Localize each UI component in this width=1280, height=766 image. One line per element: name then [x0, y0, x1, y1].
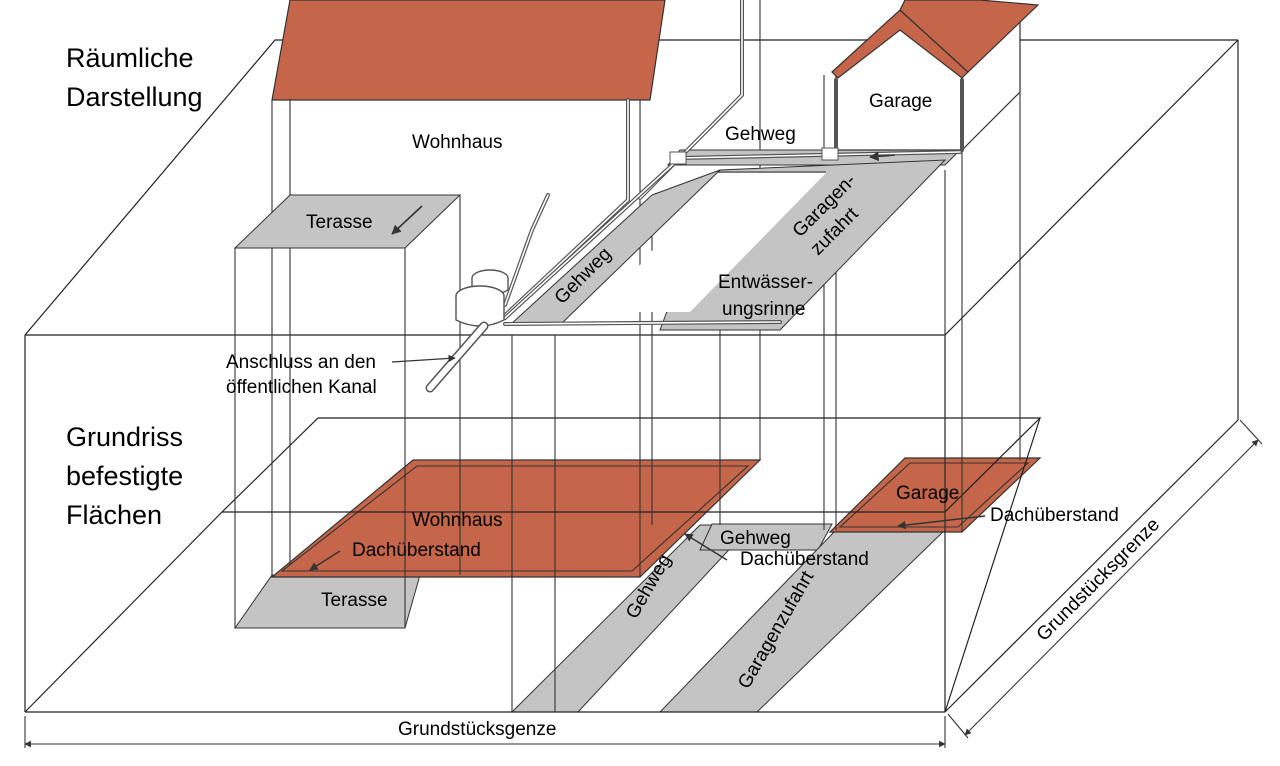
label-terasse-plan: Terasse	[321, 590, 388, 611]
title-raeumliche: Räumliche	[66, 43, 194, 73]
label-gehweg-top-plan: Gehweg	[720, 528, 791, 549]
title-flaechen: Flächen	[66, 500, 162, 530]
label-dachueberstand-house: Dachüberstand	[352, 540, 481, 561]
label-garage-3d: Garage	[869, 91, 932, 112]
label-dachueberstand-mid: Dachüberstand	[740, 549, 869, 570]
label-anschluss-2: öffentlichen Kanal	[226, 377, 377, 398]
label-terasse-3d: Terasse	[306, 212, 373, 233]
label-anschluss-1: Anschluss an den	[226, 352, 376, 373]
label-wohnhaus-plan: Wohnhaus	[412, 510, 503, 531]
spatial-layer	[233, 0, 1040, 393]
terasse-area	[233, 194, 462, 249]
label-entwaesser: Entwässer-	[718, 272, 813, 293]
title-darstellung: Darstellung	[66, 82, 203, 112]
wohnhaus-roof	[271, 0, 666, 101]
label-dachueberstand-garage: Dachüberstand	[990, 505, 1119, 526]
label-garage-plan: Garage	[896, 483, 959, 504]
label-grenze-bottom: Grundstücksgenze	[398, 719, 556, 740]
label-gehweg-top-3d: Gehweg	[725, 124, 796, 145]
gap-between	[600, 173, 826, 312]
garage-roof-side	[899, 0, 1040, 73]
wohnhaus-wall	[290, 100, 640, 192]
label-wohnhaus-3d: Wohnhaus	[412, 132, 503, 153]
title-befestigte: befestigte	[66, 461, 183, 491]
label-ungsrinne: ungsrinne	[722, 299, 805, 320]
label-grenze-right: Grundstücksgrenze	[1033, 514, 1164, 645]
plan-wohnhaus-outline	[280, 465, 750, 572]
title-grundriss: Grundriss	[66, 422, 183, 452]
